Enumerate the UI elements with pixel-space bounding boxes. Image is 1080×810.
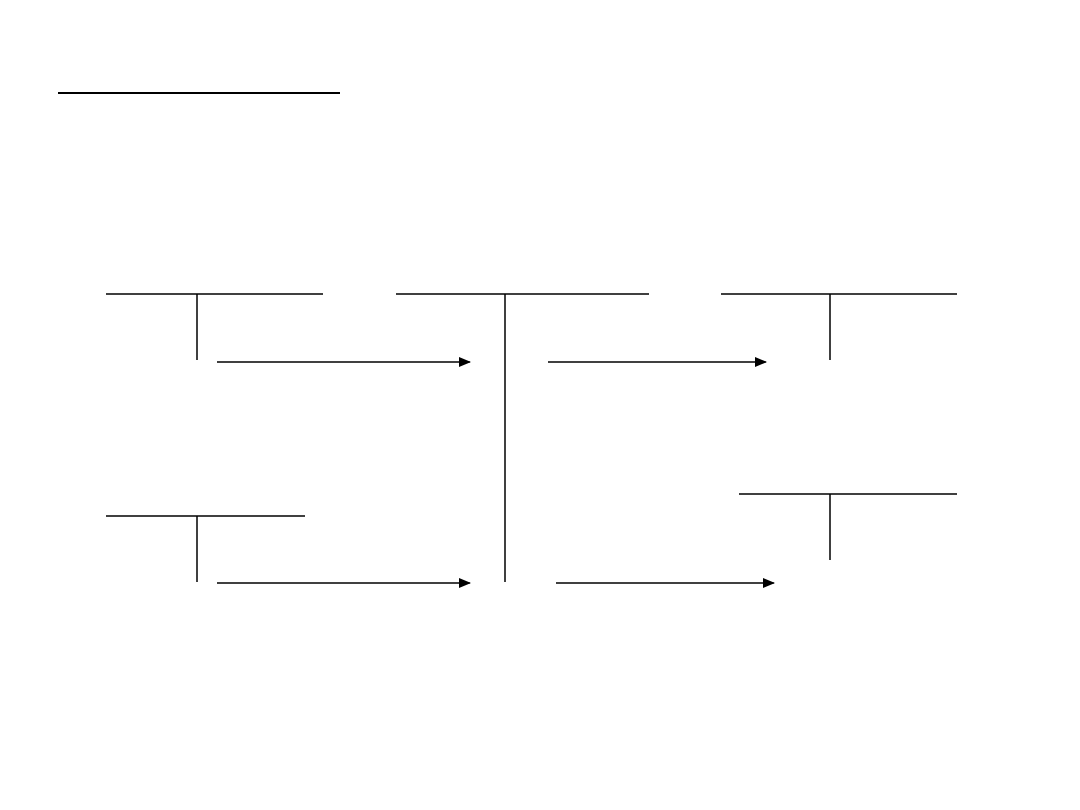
t-account-right-top — [721, 293, 957, 360]
t-account-left-top — [106, 293, 323, 360]
t-account-center — [396, 293, 649, 582]
t-account-left-bottom — [106, 515, 305, 582]
t-account-right-bottom — [739, 493, 957, 560]
